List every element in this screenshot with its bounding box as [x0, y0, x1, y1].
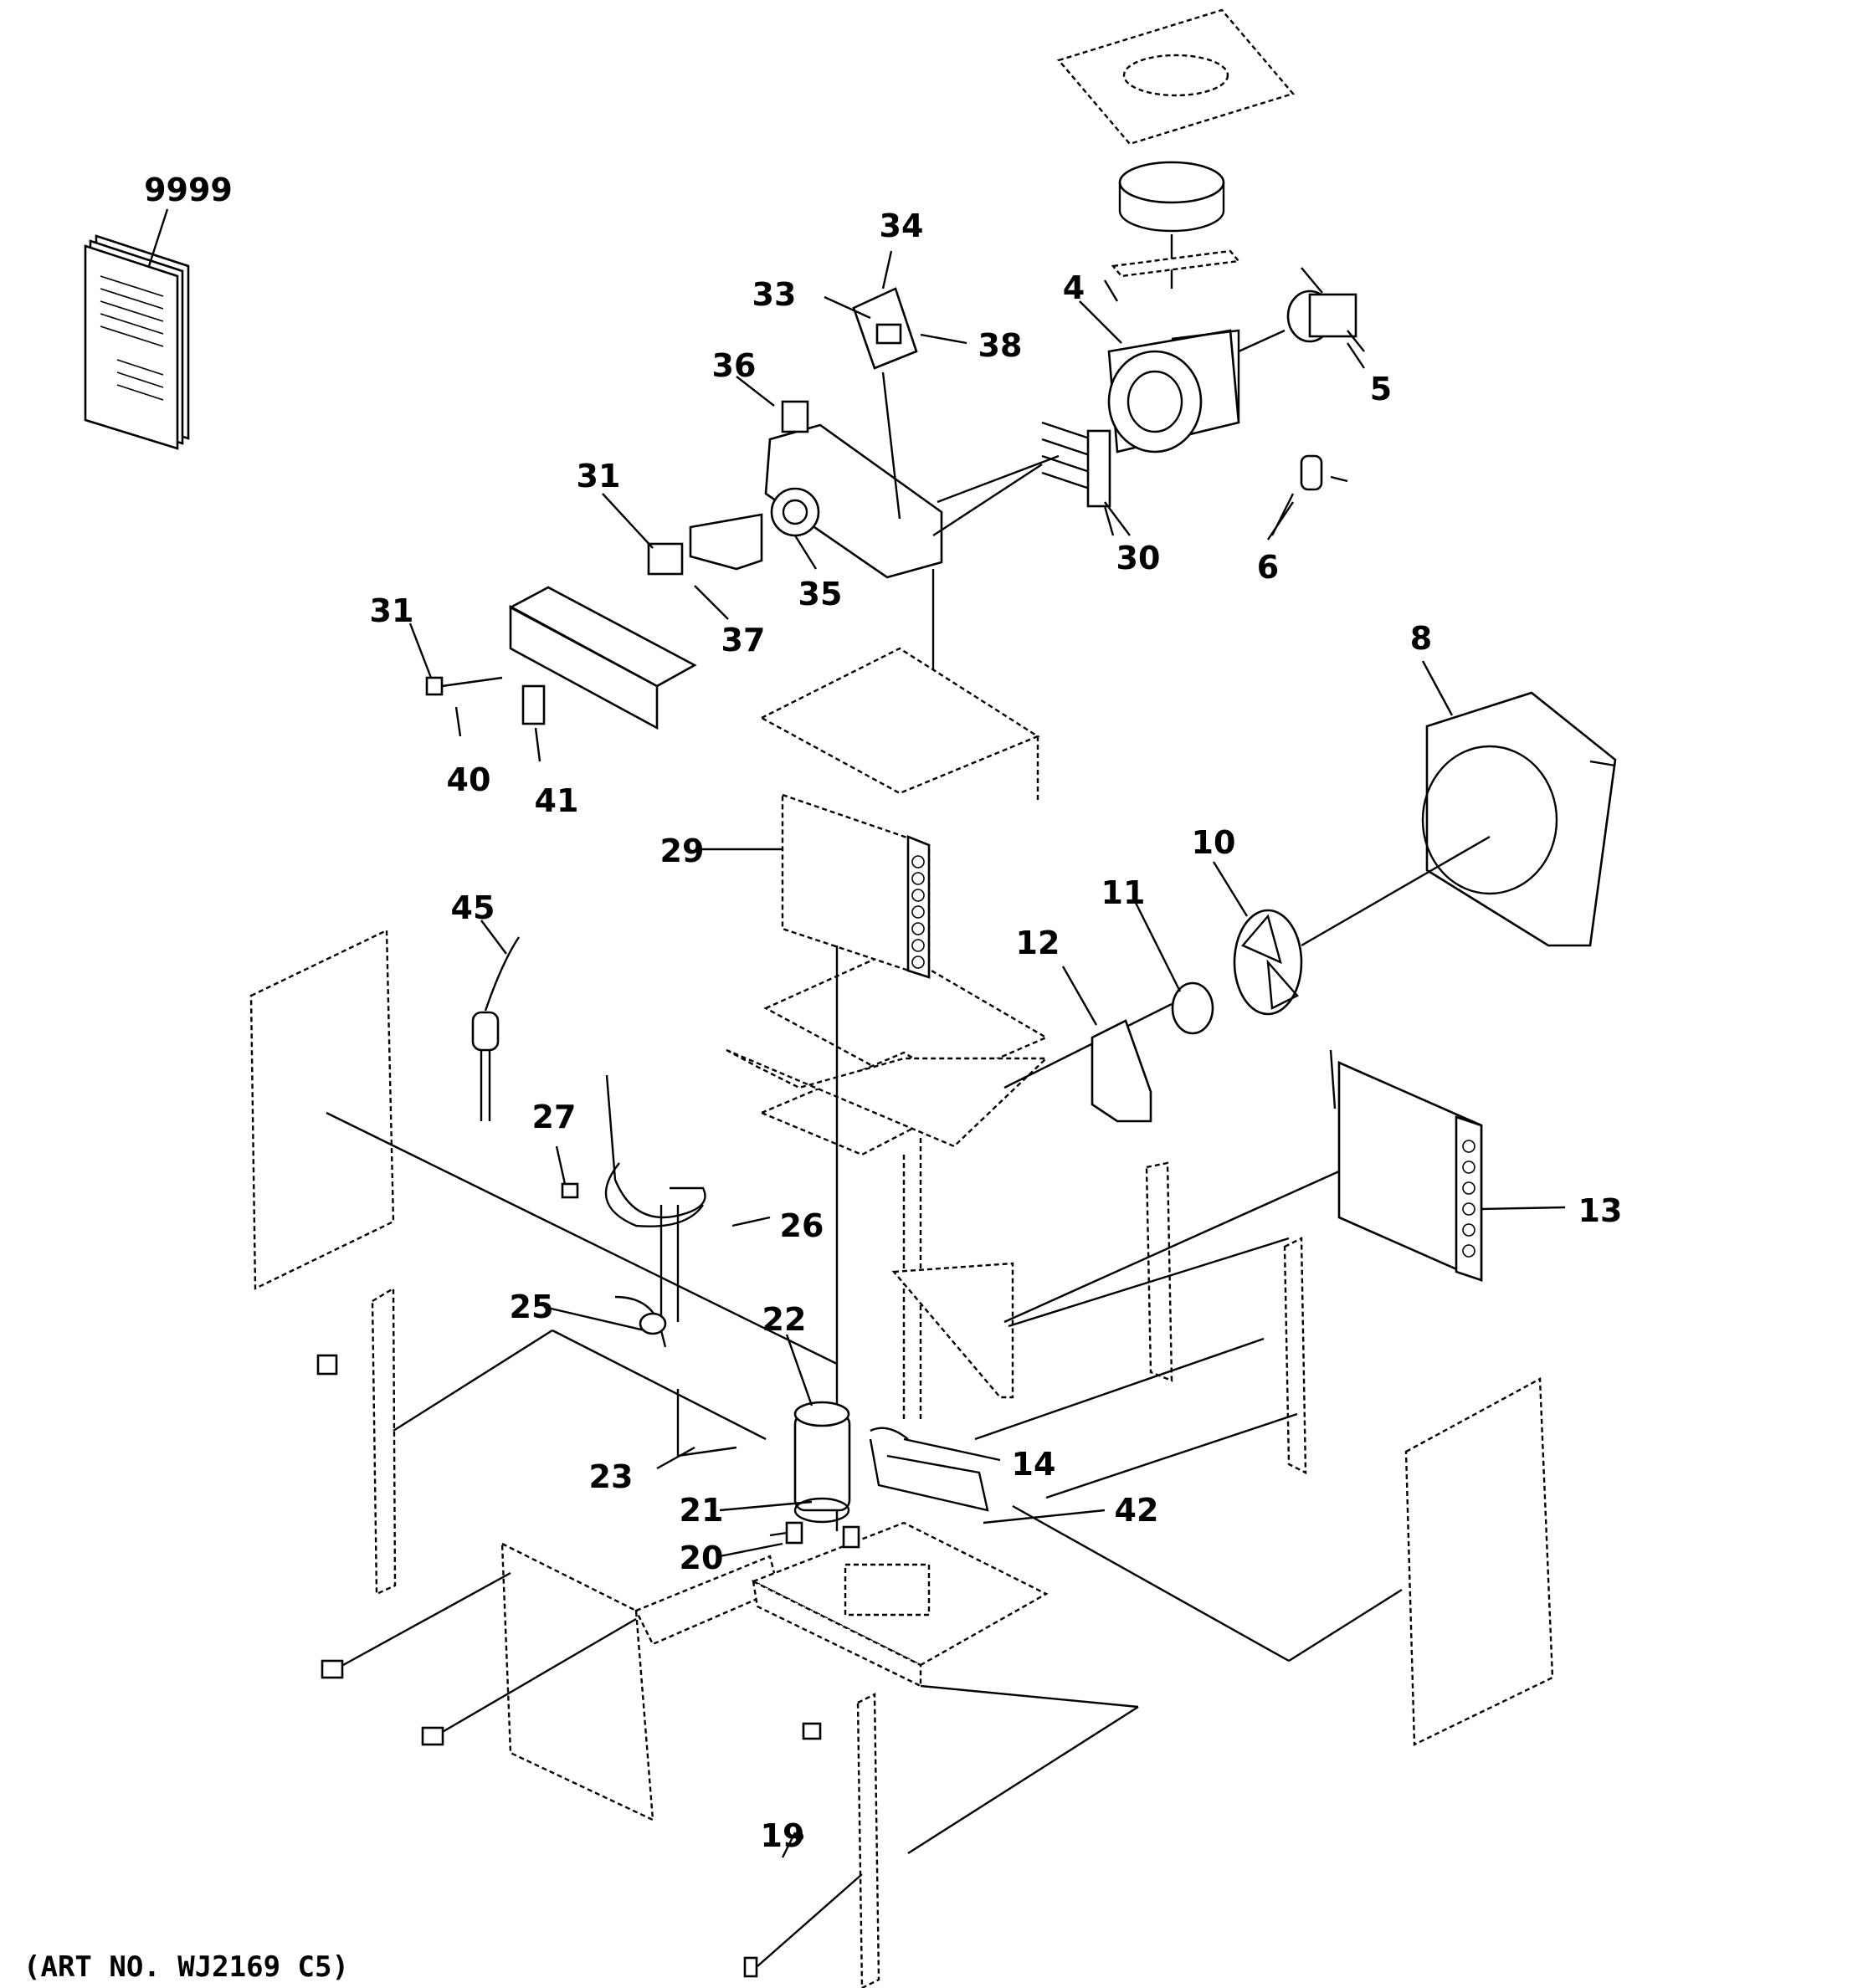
small-parts: [471, 936, 880, 1988]
left-lower-panel: [316, 1286, 767, 1596]
callout-33: 33: [752, 276, 797, 313]
callout-21: 21: [680, 1492, 724, 1529]
callout-40: 40: [447, 761, 491, 798]
condenser-fan: [1003, 835, 1491, 1089]
callout-29: 29: [660, 833, 705, 869]
fan-bracket: [1091, 1019, 1152, 1123]
callout-30: 30: [1116, 540, 1161, 576]
callout-36: 36: [712, 347, 757, 384]
callout-14: 14: [1012, 1446, 1056, 1483]
callout-5: 5: [1370, 371, 1392, 407]
callout-45: 45: [451, 889, 495, 926]
art-number: (ART NO. WJ2169 C5): [23, 1950, 349, 1984]
callout-26: 26: [780, 1207, 824, 1244]
callout-22: 22: [762, 1301, 807, 1338]
callout-8: 8: [1410, 620, 1432, 657]
callout-42: 42: [1115, 1492, 1159, 1529]
callout-34: 34: [880, 208, 924, 244]
blower-assembly: [937, 267, 1365, 536]
condenser-shroud: [1421, 691, 1617, 947]
callout-labels: 9999 34 33 38 4 5 36 31 35 30 6 31 37 8 …: [144, 172, 1622, 1854]
callout-41: 41: [535, 782, 579, 819]
callout-23: 23: [589, 1458, 634, 1495]
callout-6: 6: [1257, 549, 1279, 586]
callout-20: 20: [680, 1540, 724, 1576]
callout-19: 19: [761, 1817, 805, 1854]
condenser-coil: [1003, 1049, 1483, 1324]
callout-25: 25: [510, 1289, 554, 1325]
chassis-frame: [726, 647, 1307, 1499]
callout-13: 13: [1578, 1192, 1623, 1229]
callout-38: 38: [978, 327, 1023, 364]
leader-lines: [408, 250, 1566, 1858]
base-pan: [751, 1521, 1139, 1855]
control-cover: [425, 586, 697, 730]
left-side-panel: [249, 929, 838, 1365]
control-box: [647, 287, 1043, 770]
right-side-panel: [1012, 1377, 1554, 1746]
callout-11: 11: [1101, 874, 1146, 911]
callout-12: 12: [1016, 925, 1060, 961]
callout-35: 35: [798, 576, 843, 612]
callout-9999: 9999: [144, 172, 233, 208]
callout-10: 10: [1192, 824, 1236, 861]
callout-27: 27: [532, 1099, 577, 1135]
manual-booklet: [84, 208, 190, 450]
callout-31-lower: 31: [370, 592, 414, 629]
heater-element: [1041, 421, 1111, 508]
front-lower-panel: [321, 1542, 780, 1821]
top-flange: [1056, 8, 1296, 289]
compressor: [769, 1401, 860, 1549]
callout-31-upper: 31: [577, 458, 621, 494]
callout-4: 4: [1063, 269, 1085, 306]
callout-37: 37: [721, 622, 766, 658]
